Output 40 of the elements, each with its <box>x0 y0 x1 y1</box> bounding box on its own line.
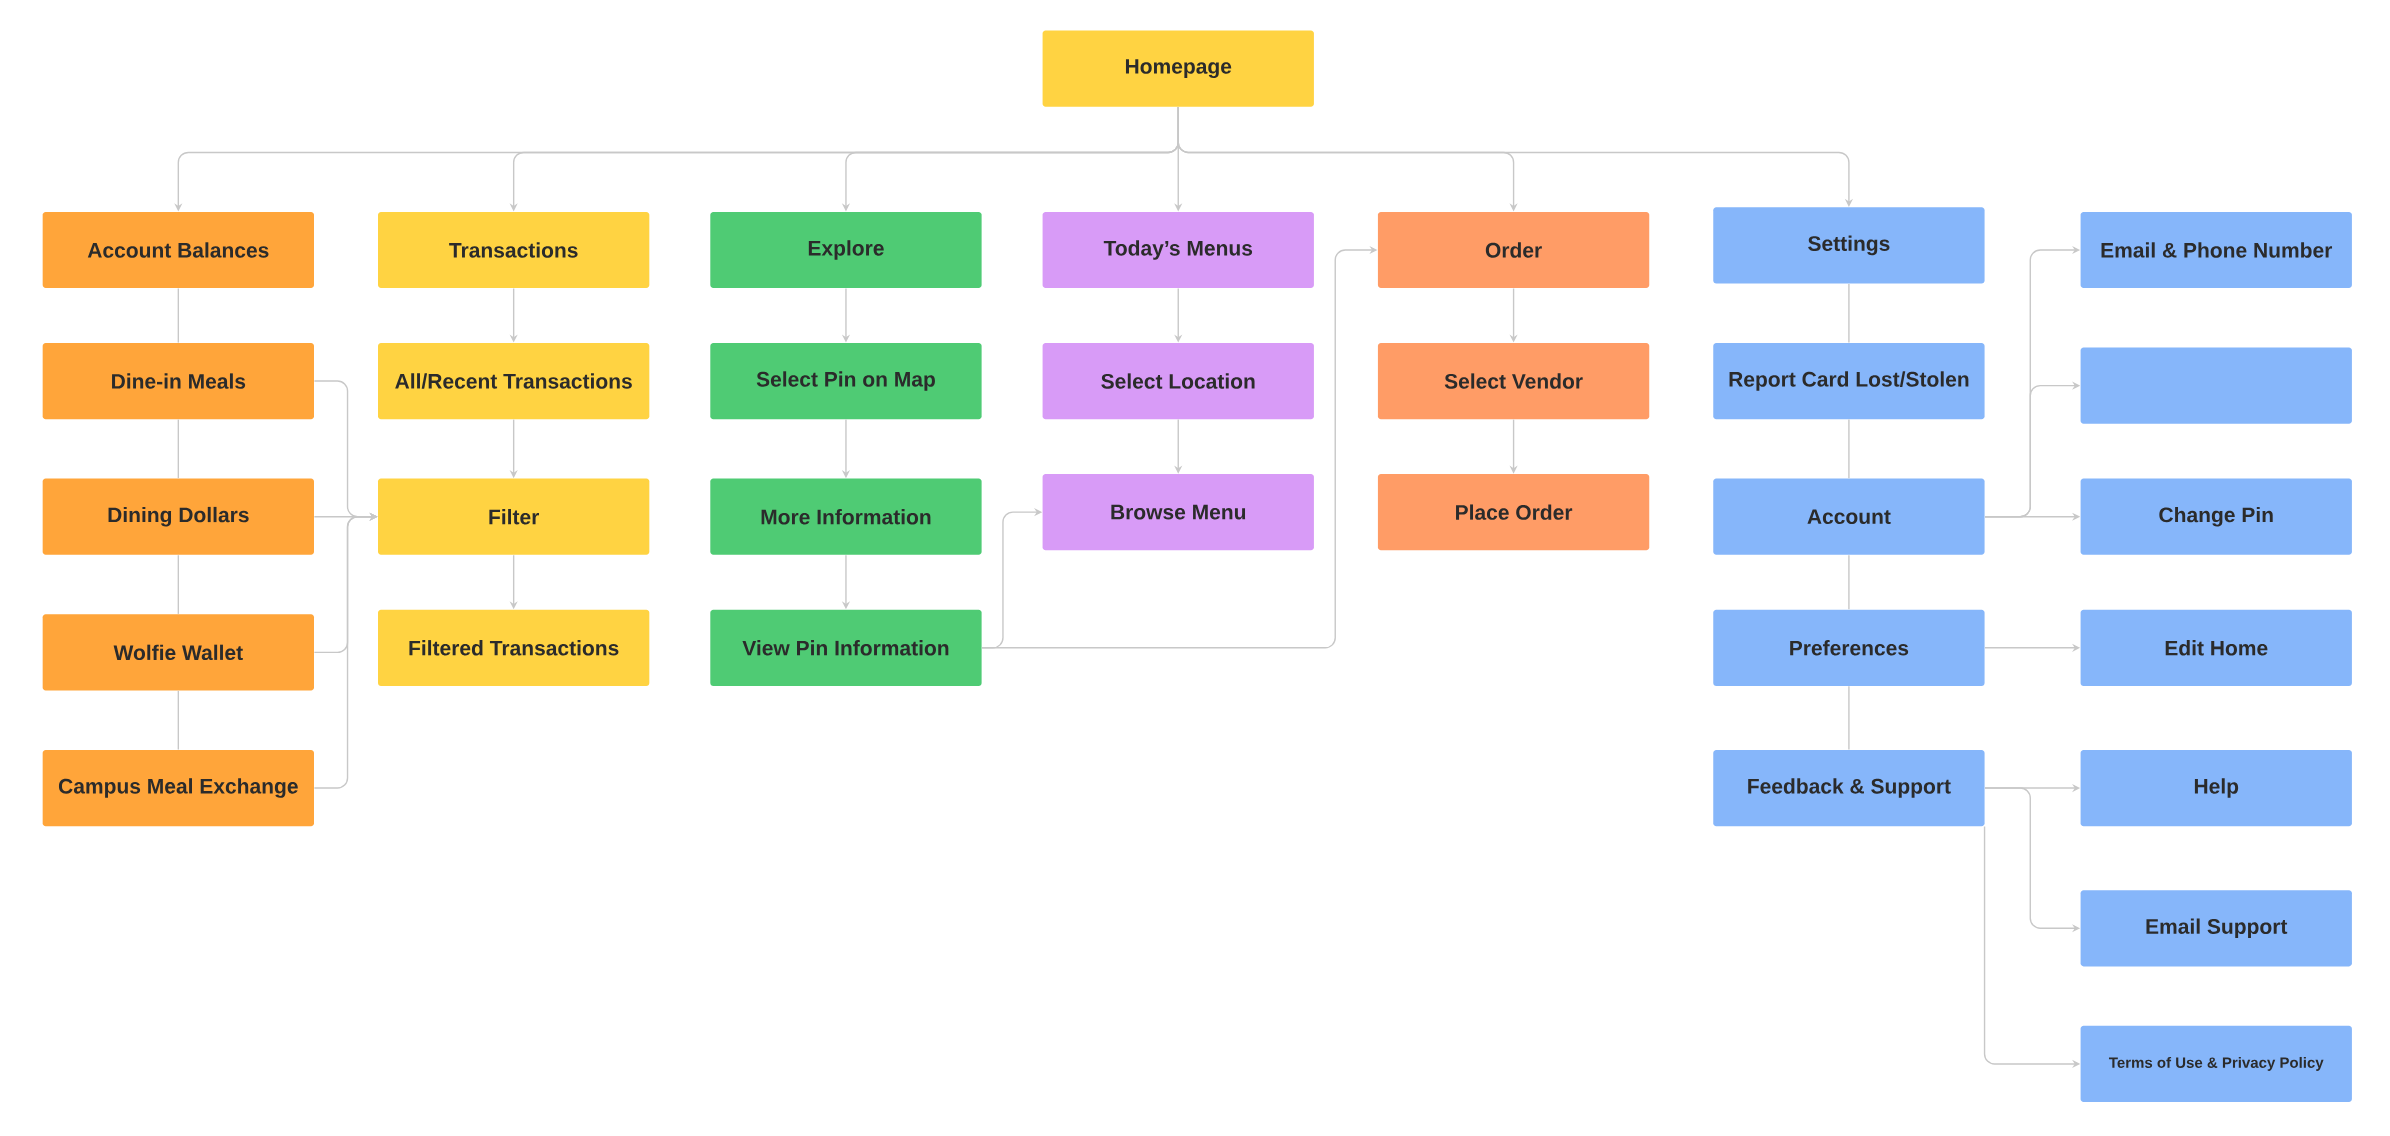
page-box: Select Location <box>1042 343 1314 420</box>
page-box: Wolfie Wallet <box>42 614 314 691</box>
page-box: View Pin Information <box>710 609 982 687</box>
page-box: Account <box>1713 478 1985 556</box>
connector-line <box>177 554 180 615</box>
page-box: Filtered Transactions <box>378 609 650 687</box>
connector-line <box>1848 554 1850 611</box>
page-box: Preferences <box>1713 609 1985 687</box>
page-box: Dine-in Meals <box>42 343 314 420</box>
page-box: Select Pin on Map <box>710 343 982 420</box>
page-box: Account Balances <box>42 212 314 289</box>
page-box: Change Pin <box>2080 478 2352 556</box>
page-box: Explore <box>710 212 982 289</box>
connector-line <box>1848 685 1850 751</box>
page-box: Edit Home <box>2080 609 2352 687</box>
page-box: Report Card Lost/Stolen <box>1713 343 1985 420</box>
connector-line <box>1848 419 1850 480</box>
page-box: Settings <box>1713 207 1985 284</box>
page-box: Transactions <box>378 212 650 289</box>
empty-box <box>2080 347 2352 424</box>
page-box: Email Support <box>2080 890 2352 967</box>
page-box: Feedback & Support <box>1713 750 1985 827</box>
page-box: Help <box>2080 750 2352 827</box>
page-box: Order <box>1377 212 1650 289</box>
page-box: Email & Phone Number <box>2080 212 2352 289</box>
page-box: Browse Menu <box>1042 474 1314 551</box>
connector-line <box>177 419 180 480</box>
connector-line <box>1848 283 1850 344</box>
page-box: All/Recent Transactions <box>378 343 650 420</box>
page-box: Place Order <box>1377 474 1650 551</box>
page-box: Homepage <box>1042 30 1314 107</box>
connector-line <box>177 288 180 344</box>
page-box: Filter <box>378 478 650 556</box>
page-box: Terms of Use & Privacy Policy <box>2080 1026 2352 1103</box>
page-box: Select Vendor <box>1377 343 1650 420</box>
page-box: Today’s Menus <box>1042 212 1314 289</box>
page-box: Dining Dollars <box>42 478 314 556</box>
connector-line <box>177 690 180 751</box>
page-box: More Information <box>710 478 982 556</box>
page-box: Campus Meal Exchange <box>42 750 314 827</box>
